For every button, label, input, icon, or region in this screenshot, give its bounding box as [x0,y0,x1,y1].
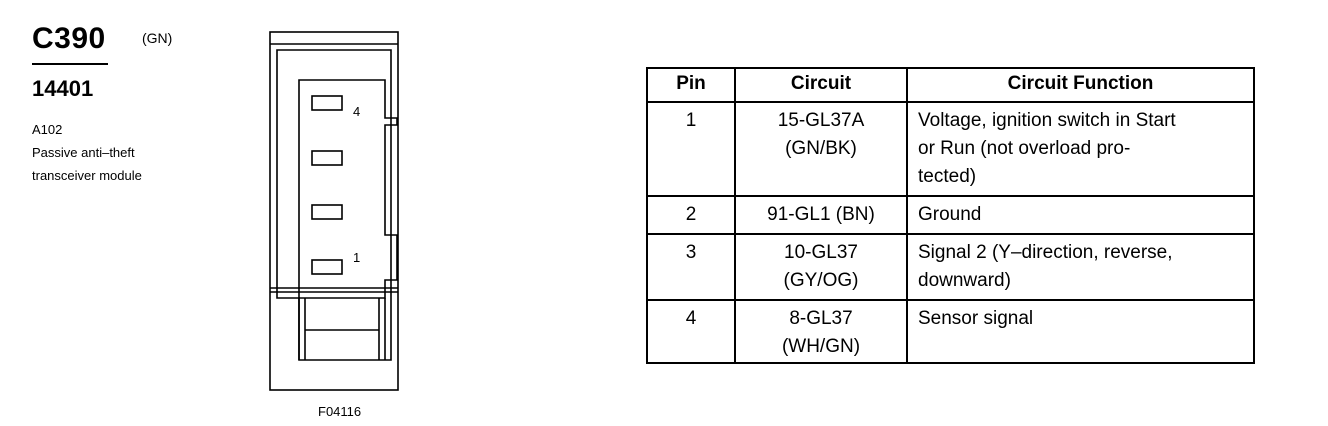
column-header-circuit: Circuit [734,67,908,103]
function-line: Voltage, ignition switch in Start [918,110,1176,131]
connector-face-diagram: 4 1 [269,31,399,391]
column-header-pin: Pin [646,67,736,103]
pin-label-1: 1 [353,250,360,265]
function-line: Sensor signal [918,308,1034,329]
description-line: Passive anti–theft [32,145,135,160]
title-divider [32,63,108,65]
table-row: 4 8-GL37 (WH/GN) Sensor signal [646,299,1255,364]
pin-cell: 2 [646,195,736,235]
pin-table: Pin Circuit Circuit Function 1 15-GL37A … [646,67,1255,364]
pin-cell: 4 [646,299,736,364]
pin-terminal-3 [311,150,343,166]
function-line: Ground [918,204,982,225]
circuit-line: (GY/OG) [783,270,859,291]
pin-cell: 3 [646,233,736,301]
connector-housing [269,31,399,391]
circuit-cell: 10-GL37 (GY/OG) [734,233,908,301]
table-header-row: Pin Circuit Circuit Function [646,67,1255,103]
function-cell: Sensor signal [906,299,1255,364]
connector-color: (GN) [142,30,173,46]
pin-terminal-2 [311,204,343,220]
pin-cell: 1 [646,101,736,197]
circuit-line: 91-GL1 (BN) [767,204,875,225]
function-line: or Run (not overload pro- [918,138,1131,159]
connector-id: C390 [32,22,106,55]
circuit-line: 8-GL37 [789,308,853,329]
table-row: 1 15-GL37A (GN/BK) Voltage, ignition swi… [646,101,1255,197]
circuit-line: (WH/GN) [781,336,861,357]
function-line: Signal 2 (Y–direction, reverse, [918,242,1173,263]
circuit-line: 10-GL37 [784,242,858,263]
table-row: 3 10-GL37 (GY/OG) Signal 2 (Y–direction,… [646,233,1255,301]
circuit-cell: 8-GL37 (WH/GN) [734,299,908,364]
part-number: 14401 [32,76,94,101]
table-row: 2 91-GL1 (BN) Ground [646,195,1255,235]
description-line: A102 [32,122,63,137]
circuit-line: (GN/BK) [785,138,857,159]
pin-terminal-4 [311,95,343,111]
function-cell: Ground [906,195,1255,235]
circuit-cell: 91-GL1 (BN) [734,195,908,235]
function-cell: Signal 2 (Y–direction, reverse, downward… [906,233,1255,301]
pin-label-4: 4 [353,104,360,119]
figure-id: F04116 [318,404,362,419]
function-line: downward) [918,270,1011,291]
column-header-function: Circuit Function [906,67,1255,103]
circuit-cell: 15-GL37A (GN/BK) [734,101,908,197]
pin-terminal-1 [311,259,343,275]
circuit-line: 15-GL37A [777,110,865,131]
function-line: tected) [918,166,977,187]
description-line: transceiver module [32,168,142,183]
function-cell: Voltage, ignition switch in Start or Run… [906,101,1255,197]
